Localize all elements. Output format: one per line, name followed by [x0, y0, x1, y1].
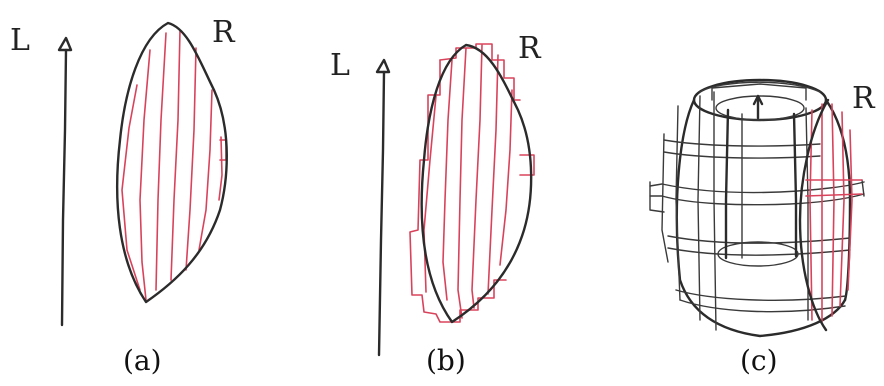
- region-label-b: R: [518, 31, 542, 66]
- axis-label-a: L: [10, 23, 30, 58]
- region-label-a: R: [212, 15, 236, 50]
- axis-arrow-b: [377, 60, 389, 72]
- axis-arrow-a: [59, 38, 71, 50]
- hatch-lines-b: [410, 44, 534, 322]
- hatch-lines-a: [122, 30, 226, 300]
- panel-b: L R: [330, 31, 542, 355]
- caption-c: (c): [740, 344, 778, 377]
- axis-label-b: L: [330, 48, 350, 83]
- axis-line-b: [379, 72, 384, 355]
- caption-a: (a): [123, 344, 162, 377]
- hatch-lines-c: [800, 100, 862, 330]
- panel-c: R: [650, 80, 876, 336]
- axis-line-a: [62, 50, 66, 325]
- caption-b: (b): [426, 344, 466, 377]
- region-label-c: R: [852, 81, 876, 116]
- panel-a: L R: [10, 15, 236, 325]
